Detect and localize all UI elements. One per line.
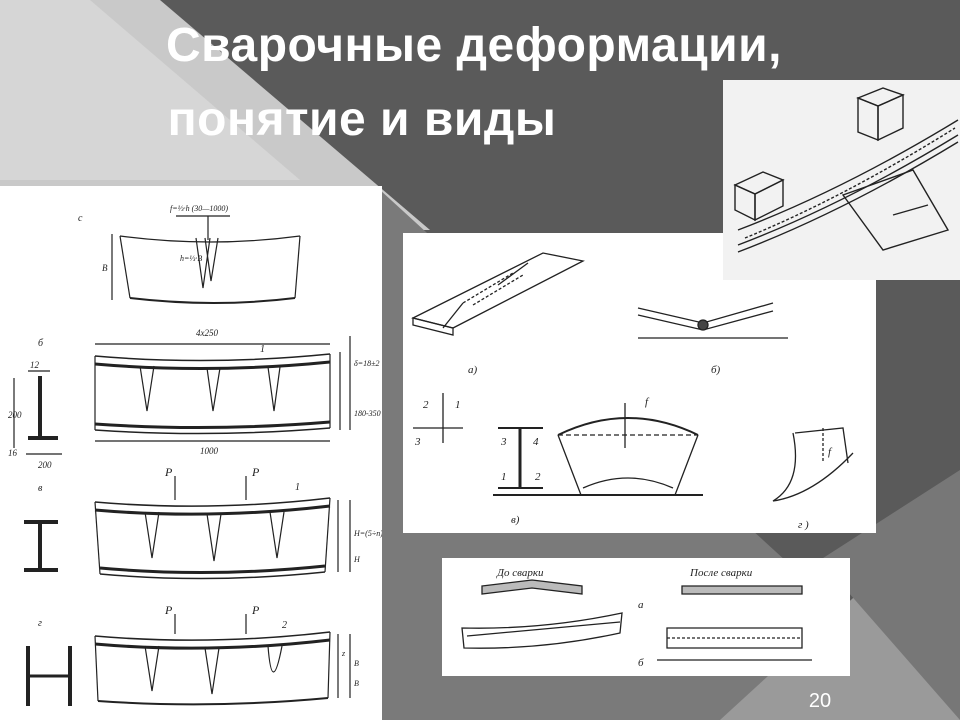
beam-drawings: с f=⅓·h (30—1000) h=⅓·B B б 4x250 1000 1…: [8, 204, 383, 706]
fig-label-a: с: [78, 213, 83, 224]
dim-12: 12: [30, 360, 40, 370]
force-P2: P: [251, 465, 260, 479]
bottom-label-b: б: [638, 657, 644, 669]
bending-beam-drawing: [733, 87, 959, 253]
side-label-1: 1: [455, 399, 461, 411]
dim-B: B: [102, 263, 108, 273]
dim-top: f=⅓·h (30—1000): [170, 204, 228, 213]
label-2: 2: [535, 471, 541, 483]
dim-H2: H: [353, 555, 361, 564]
dim-H: H=(5÷n): [353, 529, 382, 538]
dim-right2: 180-350: [354, 409, 381, 418]
mark-1a: 1: [260, 344, 265, 355]
label-after: После сварки: [689, 567, 753, 579]
label-4: 4: [533, 436, 539, 448]
dim-z: z: [341, 649, 346, 658]
slide-title-line1: Сварочные деформации,: [165, 19, 783, 72]
force-P3: P: [164, 603, 173, 617]
fig-label-v: в: [38, 483, 43, 494]
dim-16: 16: [8, 448, 18, 458]
weld-deformation-types-figure: а) б) в) г ) f f 3 4 1 2 2 1 3: [403, 233, 876, 533]
label-f1: f: [645, 396, 650, 408]
label-f2: f: [828, 446, 833, 458]
side-label-3: 3: [414, 436, 421, 448]
before-after-welding-figure: До сварки После сварки а б: [442, 558, 850, 676]
dim-4x250: 4x250: [196, 328, 218, 338]
force-P4: P: [251, 603, 260, 617]
fig-label-b: б: [38, 338, 44, 349]
dim-200u: 200: [8, 410, 22, 420]
mid-label-a: а): [468, 364, 478, 376]
label-3: 3: [500, 436, 507, 448]
side-label-2: 2: [423, 399, 429, 411]
page-number: 20: [808, 690, 832, 712]
mark-1b: 1: [295, 482, 300, 493]
bottom-label-a: а: [638, 599, 644, 611]
dim-200: 200: [38, 460, 52, 470]
dim-h: h=⅓·B: [180, 254, 202, 263]
mid-label-b: б): [711, 364, 721, 376]
force-P1: P: [164, 465, 173, 479]
mark-2: 2: [282, 620, 287, 631]
fig-label-g: г: [38, 618, 42, 629]
mid-label-g: г ): [798, 519, 809, 531]
dim-B2: B: [354, 659, 359, 668]
mid-drawings: а) б) в) г ) f f 3 4 1 2 2 1 3: [411, 252, 854, 531]
before-after-drawing: До сварки После сварки а б: [461, 567, 812, 669]
weld-bending-photo-figure: [723, 80, 960, 280]
label-before: До сварки: [496, 567, 544, 579]
slide-title-line2: понятие и виды: [167, 93, 557, 146]
dim-right1: δ=18±2: [354, 359, 380, 368]
beam-deformation-figure: с f=⅓·h (30—1000) h=⅓·B B б 4x250 1000 1…: [0, 186, 383, 720]
label-1: 1: [501, 471, 507, 483]
dim-B3: B: [354, 679, 359, 688]
mid-label-v: в): [511, 514, 520, 526]
dim-1000: 1000: [200, 446, 219, 456]
